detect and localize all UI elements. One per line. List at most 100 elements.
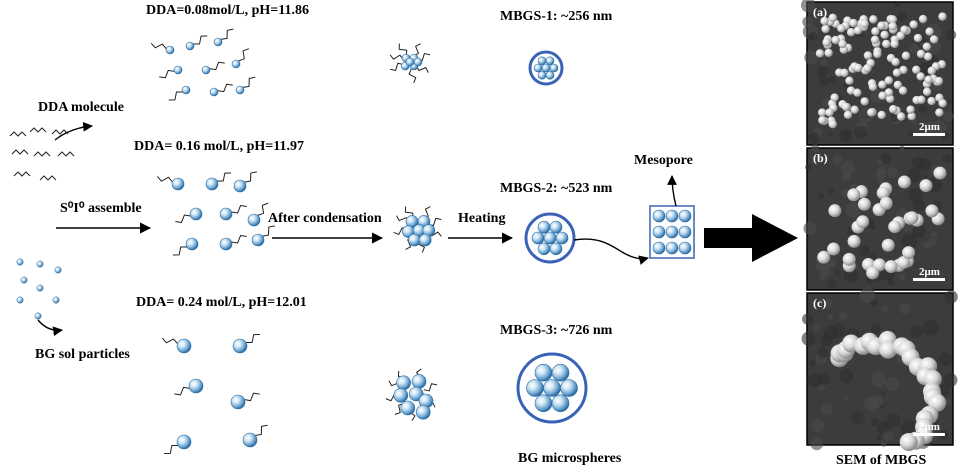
bg-sol-label: BG sol particles [35, 347, 130, 362]
sem-panel-label: (a) [813, 5, 827, 19]
dda-molecule-label: DDA molecule [38, 100, 124, 115]
sem-microsphere [916, 49, 926, 59]
bead-icon [652, 225, 666, 239]
sem-texture [931, 231, 938, 238]
sem-scale-label: 2μm [919, 266, 940, 278]
bead-icon [165, 45, 175, 55]
bead-icon [209, 87, 219, 97]
bead-icon [233, 179, 247, 193]
sem-microsphere [867, 108, 876, 117]
sem-texture [871, 371, 887, 387]
sem-texture [843, 395, 849, 401]
sem-microsphere [879, 196, 893, 210]
bead-icon [247, 213, 261, 227]
bead-icon [560, 379, 578, 397]
sem-texture [885, 377, 900, 392]
bead-icon [665, 209, 679, 223]
sem-microsphere [888, 22, 897, 31]
mbgs-3-label: MBGS-3: ~726 nm [500, 323, 613, 338]
big-result-arrow-icon [704, 214, 798, 262]
sem-texture [880, 441, 887, 447]
sem-microsphere [902, 246, 916, 260]
sem-texture [838, 311, 848, 320]
sem-texture [870, 224, 877, 231]
sem-microsphere [907, 111, 916, 121]
sem-microsphere [837, 24, 846, 33]
sem-microsphere [922, 42, 932, 51]
bead-icon [545, 56, 555, 66]
surfactant-tail-icon [408, 68, 417, 84]
sem-microsphere [888, 220, 902, 234]
sem-microsphere [828, 204, 842, 218]
sem-texture [938, 384, 951, 396]
sem-texture [813, 324, 821, 332]
surfactant-tail-icon [172, 246, 187, 256]
bead-icon [181, 85, 191, 95]
sem-texture [801, 313, 814, 325]
sem-microsphere [884, 260, 898, 274]
sem-microsphere [820, 16, 829, 26]
sem-microsphere [868, 82, 878, 92]
surfactant-tail-icon [244, 392, 260, 402]
sem-texture [841, 171, 852, 182]
sem-texture [824, 298, 833, 308]
bead-icon [533, 63, 543, 73]
sem-microsphere [827, 242, 841, 256]
sem-microsphere [918, 14, 928, 24]
sem-texture [899, 273, 906, 281]
bead-icon [408, 233, 421, 247]
sem-microsphere [831, 35, 840, 45]
sem-microsphere [815, 49, 825, 58]
mbgs-2-label: MBGS-2: ~523 nm [500, 181, 613, 196]
sem-microsphere [860, 97, 869, 106]
sem-microsphere [818, 116, 827, 125]
bead-icon [526, 379, 544, 397]
mbgs-1-label: MBGS-1: ~256 nm [500, 9, 613, 24]
sem-microsphere [863, 63, 872, 73]
sem-microsphere [853, 26, 863, 35]
sem-scale-label: 2μm [919, 421, 940, 433]
dda-molecule-icon [9, 131, 27, 137]
sem-texture [943, 373, 958, 388]
bead-icon [413, 57, 423, 67]
dda-molecule-icon [13, 171, 31, 177]
sem-texture [839, 368, 854, 384]
sem-texture [804, 50, 819, 65]
sem-microsphere [893, 80, 903, 90]
sem-texture [818, 76, 830, 87]
sem-microsphere [909, 20, 918, 29]
sem-microsphere [901, 51, 911, 60]
bead-icon [173, 65, 183, 75]
condition-2-label: DDA= 0.16 mol/L, pH=11.97 [134, 139, 304, 154]
sem-texture [945, 398, 951, 405]
sem-texture [851, 411, 865, 425]
sem-microsphere [884, 76, 894, 85]
sem-texture [807, 373, 822, 388]
sem-microsphere [896, 31, 905, 40]
surfactant-tail-icon [174, 386, 190, 396]
sol-particle-icon [16, 296, 24, 304]
sem-texture [808, 31, 818, 41]
bead-icon [549, 242, 563, 256]
sem-texture [802, 16, 814, 28]
sem-microsphere [923, 52, 933, 61]
sem-texture [932, 120, 947, 135]
microsphere-2-icon [524, 212, 576, 264]
sem-microsphere [843, 110, 853, 120]
surfactant-tail-icon [175, 214, 191, 223]
bead-icon [665, 225, 679, 239]
sem-texture [899, 145, 905, 151]
sem-title: SEM of MBGS [836, 453, 926, 468]
sem-microsphere [880, 30, 889, 39]
bg-microspheres-label: BG microspheres [518, 451, 622, 466]
dda-pointer-arrow-icon [54, 121, 93, 141]
sem-microsphere [890, 39, 899, 49]
sem-texture [859, 287, 876, 304]
sem-microsphere [935, 108, 944, 117]
bead-icon [551, 363, 570, 382]
sem-texture [875, 170, 886, 180]
sem-texture [811, 143, 820, 153]
sem-microsphere [840, 68, 849, 78]
sem-texture [803, 221, 817, 235]
